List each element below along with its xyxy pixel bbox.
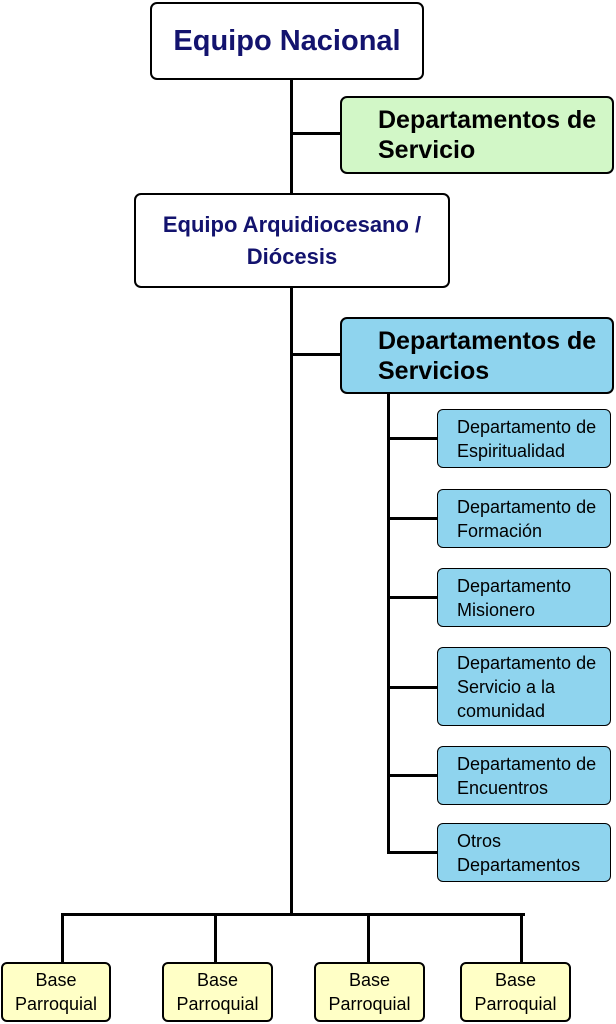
department-label: Departamento Misionero <box>457 575 572 620</box>
department-box-encounters: Departamento de Encuentros <box>437 746 611 805</box>
department-connector <box>387 517 437 520</box>
department-box-formation: Departamento de Formación <box>437 489 611 548</box>
archdiocesan-team-box: Equipo Arquidiocesano / Diócesis <box>134 193 450 288</box>
department-connector <box>387 851 437 854</box>
parish-connector <box>61 913 64 962</box>
department-connector <box>387 437 437 440</box>
archdiocesan-services-box: Departamentos de Servicios <box>340 317 614 394</box>
parish-connector <box>367 913 370 962</box>
department-box-spirituality: Departamento de Espiritualidad <box>437 409 611 468</box>
parish-base-label: Base Parroquial <box>176 970 259 1014</box>
parish-base-label: Base Parroquial <box>328 970 411 1014</box>
national-team-box: Equipo Nacional <box>150 2 424 80</box>
department-connector <box>387 596 437 599</box>
department-label: Departamento de Encuentros <box>457 753 597 798</box>
department-label: Otros Departamentos <box>457 830 581 875</box>
national-services-label: Departamentos de Servicio <box>378 106 597 164</box>
archdiocesan-services-label: Departamentos de Servicios <box>378 326 597 385</box>
archdiocesan-services-connector <box>290 353 340 356</box>
parish-base-label: Base Parroquial <box>474 970 557 1014</box>
parish-base-box: Base Parroquial <box>460 962 571 1022</box>
national-team-label: Equipo Nacional <box>173 24 401 57</box>
department-box-others: Otros Departamentos <box>437 823 611 882</box>
department-box-community-service: Departamento de Servicio a la comunidad <box>437 647 611 726</box>
parish-base-box: Base Parroquial <box>314 962 425 1022</box>
departments-trunk-line <box>387 394 390 854</box>
archdiocesan-team-label: Equipo Arquidiocesano / Diócesis <box>162 211 422 269</box>
parish-base-label: Base Parroquial <box>14 970 98 1014</box>
main-trunk-line <box>290 80 293 916</box>
parish-horizontal-line <box>61 913 525 916</box>
department-connector <box>387 686 437 689</box>
national-services-connector <box>290 132 340 135</box>
national-services-box: Departamentos de Servicio <box>340 96 614 174</box>
parish-connector <box>520 913 523 962</box>
department-label: Departamento de Formación <box>457 496 597 541</box>
parish-connector <box>214 913 217 962</box>
parish-base-box: Base Parroquial <box>1 962 111 1022</box>
department-label: Departamento de Servicio a la comunidad <box>457 652 597 721</box>
parish-base-box: Base Parroquial <box>162 962 273 1022</box>
department-connector <box>387 774 437 777</box>
department-label: Departamento de Espiritualidad <box>457 416 597 461</box>
department-box-missionary: Departamento Misionero <box>437 568 611 627</box>
